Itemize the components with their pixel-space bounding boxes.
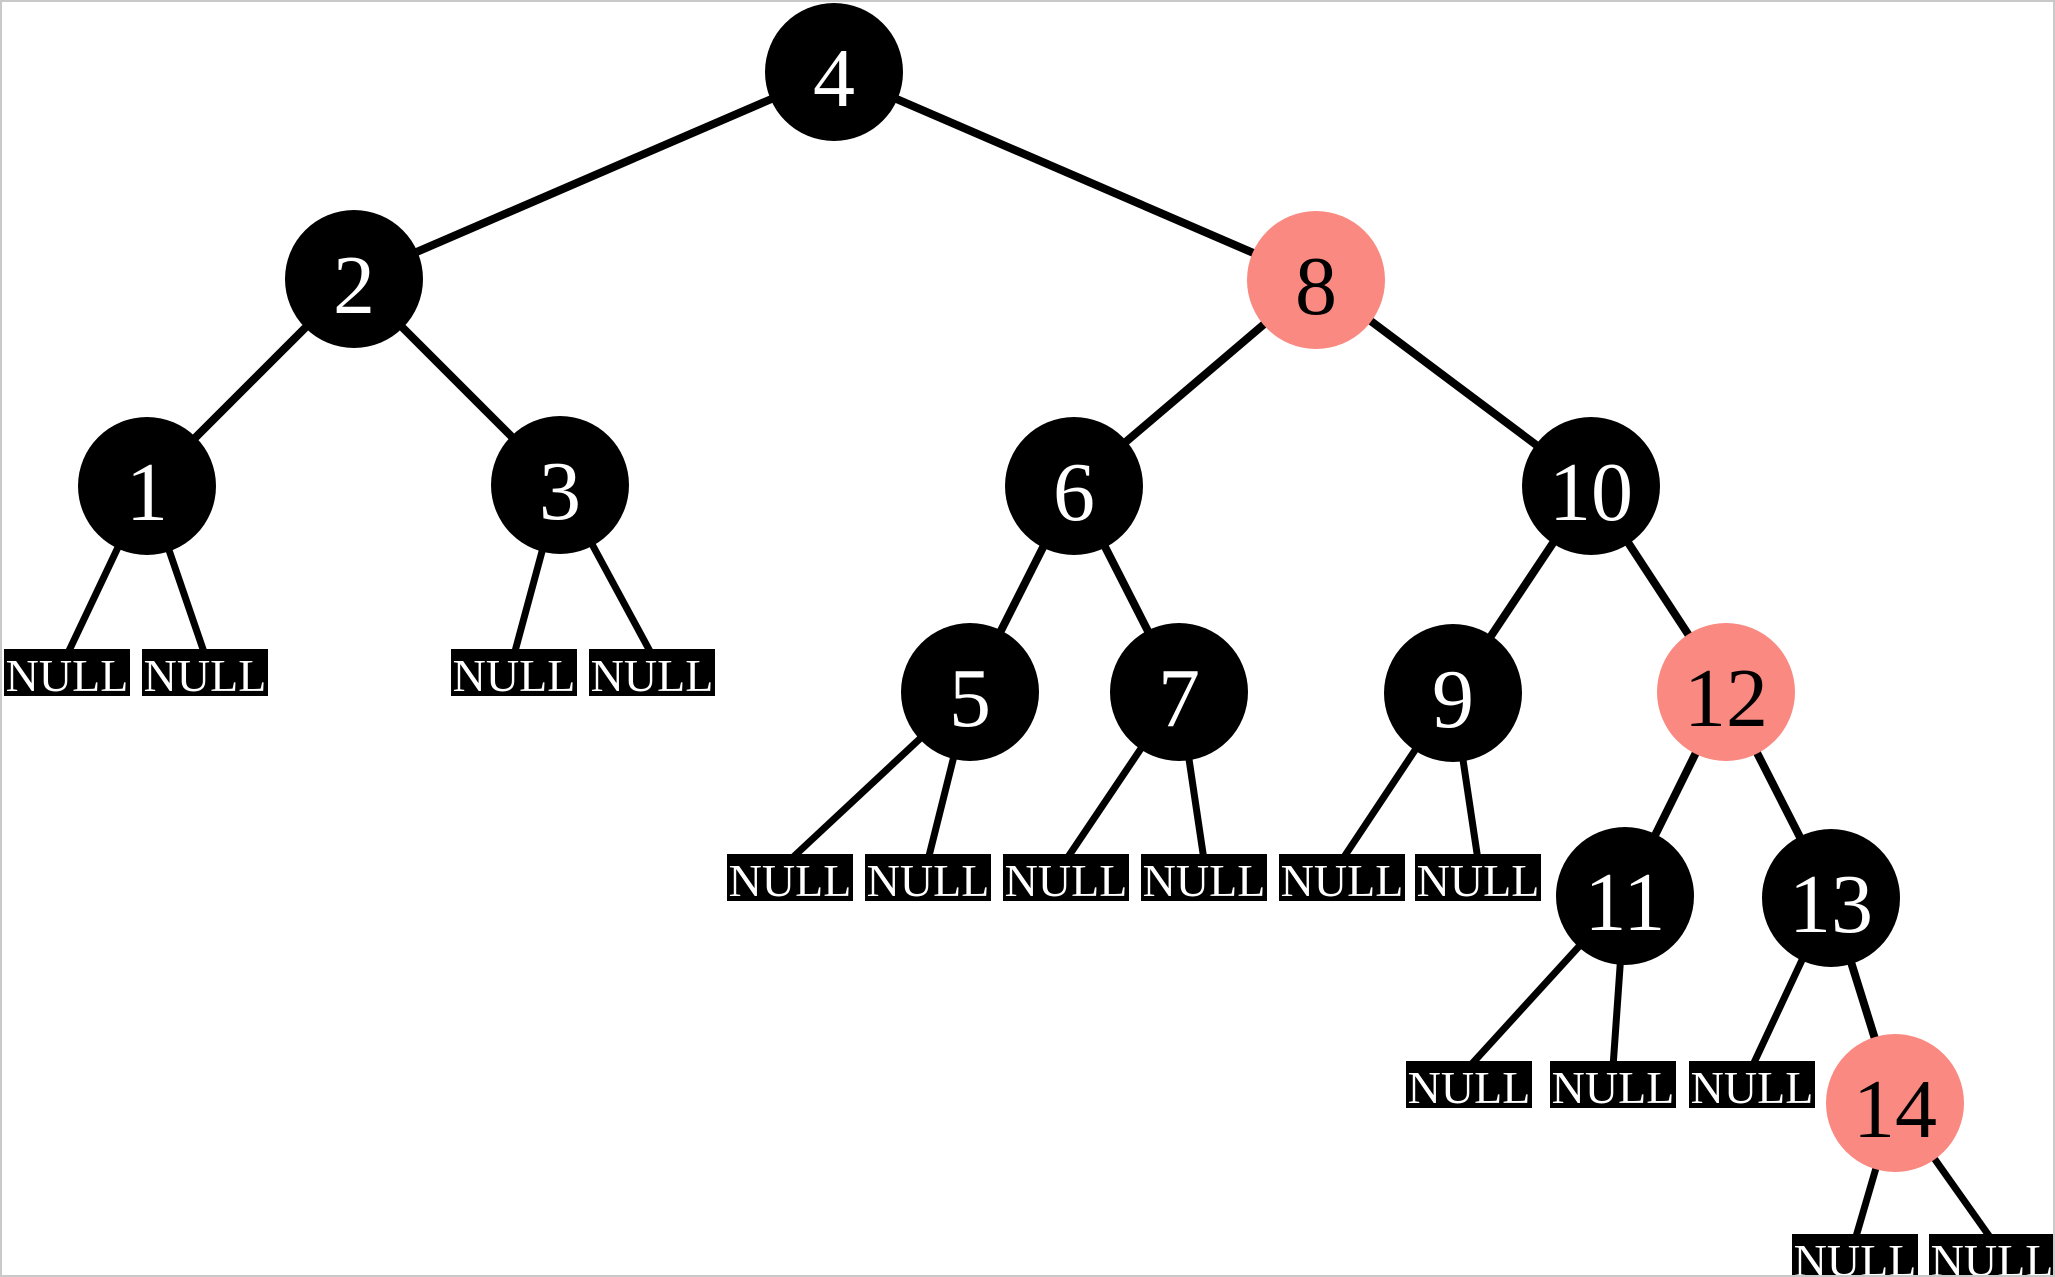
null-7L-label: NULL	[1005, 855, 1128, 906]
null-11L-label: NULL	[1408, 1062, 1531, 1113]
null-1R-leaf: NULL	[142, 649, 268, 701]
tree-node-2: 2	[285, 210, 423, 348]
black-node-circle-3	[491, 416, 629, 554]
tree-node-4: 4	[765, 3, 903, 141]
node-label-6: 6	[1053, 446, 1095, 539]
node-label-3: 3	[539, 445, 581, 538]
null-3R-box	[589, 649, 715, 696]
tree-node-3: 3	[491, 416, 629, 554]
node-label-8: 8	[1295, 240, 1337, 333]
null-7R-leaf: NULL	[1141, 854, 1267, 906]
null-5R-box	[865, 854, 991, 901]
tree-node-5: 5	[901, 623, 1039, 761]
null-11L-box	[1406, 1061, 1532, 1108]
null-14R-leaf: NULL	[1929, 1234, 2054, 1277]
node-label-14: 14	[1853, 1063, 1937, 1156]
tree-node-6: 6	[1005, 417, 1143, 555]
black-node-circle-7	[1110, 623, 1248, 761]
node-label-1: 1	[126, 446, 168, 539]
null-14R-label: NULL	[1931, 1235, 2054, 1277]
null-11R-label: NULL	[1552, 1062, 1675, 1113]
tree-node-10: 10	[1522, 417, 1660, 555]
black-node-circle-2	[285, 210, 423, 348]
node-label-11: 11	[1585, 856, 1666, 949]
null-5L-leaf: NULL	[727, 854, 853, 906]
null-3L-leaf: NULL	[451, 649, 577, 701]
null-9R-label: NULL	[1417, 855, 1540, 906]
tree-node-14: 14	[1826, 1034, 1964, 1172]
node-label-4: 4	[813, 32, 855, 125]
black-node-circle-5	[901, 623, 1039, 761]
tree-node-8: 8	[1247, 211, 1385, 349]
null-leaves: NULL NULL NULL NULL NULL NULL NULL NULL NULL NULL…	[4, 649, 2054, 1277]
null-7L-leaf: NULL	[1003, 854, 1129, 906]
node-label-10: 10	[1549, 446, 1633, 539]
node-label-5: 5	[949, 652, 991, 745]
black-node-circle-13	[1762, 829, 1900, 967]
null-9R-box	[1415, 854, 1541, 901]
null-9L-leaf: NULL	[1279, 854, 1405, 906]
node-label-2: 2	[333, 239, 375, 332]
edge-4-2	[352, 68, 836, 283]
null-9R-leaf: NULL	[1415, 854, 1541, 906]
tree-node-1: 1	[78, 417, 216, 555]
null-3R-label: NULL	[591, 650, 714, 701]
null-11L-leaf: NULL	[1406, 1061, 1532, 1113]
null-5L-label: NULL	[729, 855, 852, 906]
tree-node-12: 12	[1657, 623, 1795, 761]
null-14L-label: NULL	[1794, 1235, 1917, 1277]
node-label-12: 12	[1684, 652, 1768, 745]
null-14R-box	[1929, 1234, 2053, 1275]
null-1R-label: NULL	[144, 650, 267, 701]
black-node-circle-1	[78, 417, 216, 555]
null-7R-label: NULL	[1143, 855, 1266, 906]
null-7R-box	[1141, 854, 1267, 901]
red-node-circle-14	[1826, 1034, 1964, 1172]
null-14L-box	[1792, 1234, 1918, 1275]
node-label-9: 9	[1432, 653, 1474, 746]
red-node-circle-8	[1247, 211, 1385, 349]
node-label-7: 7	[1158, 652, 1200, 745]
null-13L-label: NULL	[1691, 1062, 1814, 1113]
tree-node-7: 7	[1110, 623, 1248, 761]
null-7L-box	[1003, 854, 1129, 901]
tree-node-13: 13	[1762, 829, 1900, 967]
null-3L-box	[451, 649, 577, 696]
null-11R-leaf: NULL	[1550, 1061, 1676, 1113]
red-node-circle-12	[1657, 623, 1795, 761]
null-9L-box	[1279, 854, 1405, 901]
tree-node-11: 11	[1556, 827, 1694, 965]
null-11R-box	[1550, 1061, 1676, 1108]
edge-4-8	[832, 68, 1318, 284]
null-13L-leaf: NULL	[1689, 1061, 1815, 1113]
black-node-circle-9	[1384, 624, 1522, 762]
node-label-13: 13	[1789, 858, 1873, 951]
null-9L-label: NULL	[1281, 855, 1404, 906]
null-13L-box	[1689, 1061, 1815, 1108]
null-5R-label: NULL	[867, 855, 990, 906]
null-1R-box	[142, 649, 268, 696]
null-5R-leaf: NULL	[865, 854, 991, 906]
null-1L-label: NULL	[6, 650, 129, 701]
black-node-circle-6	[1005, 417, 1143, 555]
black-node-circle-10	[1522, 417, 1660, 555]
black-node-circle-4	[765, 3, 903, 141]
null-3L-label: NULL	[453, 650, 576, 701]
null-14L-leaf: NULL	[1792, 1234, 1918, 1277]
null-1L-leaf: NULL	[4, 649, 130, 701]
black-node-circle-11	[1556, 827, 1694, 965]
null-1L-box	[4, 649, 130, 696]
null-5L-box	[727, 854, 853, 901]
null-3R-leaf: NULL	[589, 649, 715, 701]
tree-node-9: 9	[1384, 624, 1522, 762]
